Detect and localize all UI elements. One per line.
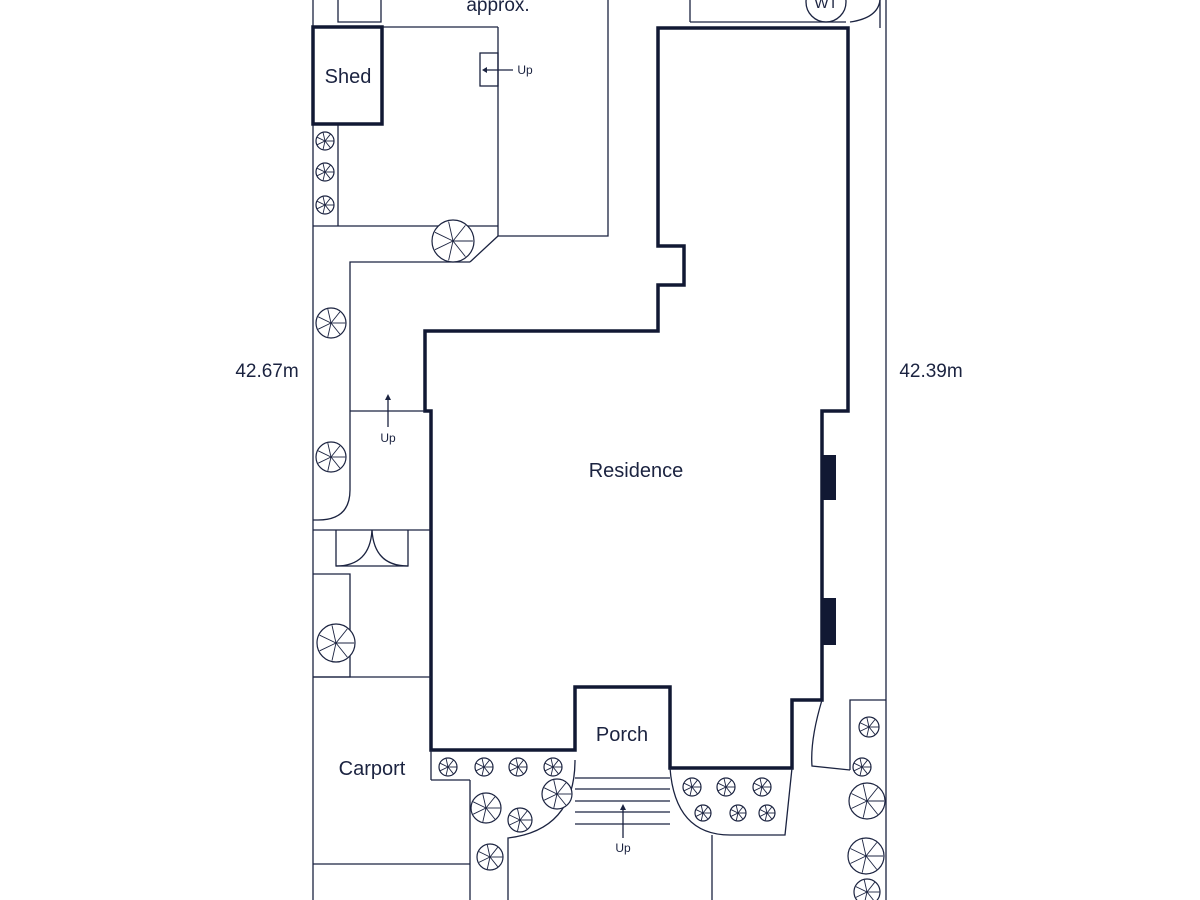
shrub-icon bbox=[847, 837, 885, 875]
shrub-group bbox=[315, 131, 886, 900]
carport-label: Carport bbox=[339, 758, 406, 780]
shrub-icon bbox=[853, 878, 881, 900]
shrub-icon bbox=[507, 807, 533, 833]
laundry-door-outline bbox=[335, 530, 409, 567]
shrub-icon bbox=[508, 757, 528, 777]
shrub-icon bbox=[716, 777, 736, 797]
rear-building-outline bbox=[498, 0, 609, 237]
shrub-icon bbox=[431, 219, 475, 263]
shrub-icon bbox=[758, 804, 776, 822]
window-block-lower bbox=[822, 598, 836, 645]
wt-arc bbox=[849, 0, 881, 23]
window-block-upper bbox=[822, 455, 836, 500]
residence-outline bbox=[423, 26, 850, 770]
partial-area-label: approx. bbox=[466, 0, 529, 16]
shed-label: Shed bbox=[325, 66, 372, 88]
entry-steps bbox=[575, 777, 670, 825]
shrub-icon bbox=[315, 162, 335, 182]
double-door-left-swing bbox=[335, 529, 373, 567]
shrub-icon bbox=[694, 804, 712, 822]
shrub-icon bbox=[858, 716, 880, 738]
front-bed-left-curve bbox=[507, 759, 576, 900]
shrub-icon bbox=[315, 195, 335, 215]
shrub-icon bbox=[752, 777, 772, 797]
shed-outline bbox=[311, 25, 384, 126]
entry-steps-arrowhead bbox=[620, 804, 626, 810]
left-dimension-label: 42.67m bbox=[235, 361, 298, 382]
shrub-icon bbox=[315, 307, 347, 339]
rear-step-up-label: Up bbox=[517, 63, 533, 77]
shrub-icon bbox=[438, 757, 458, 777]
right-garden-bed bbox=[849, 699, 886, 770]
water-tank-label: WT bbox=[814, 0, 837, 12]
side-access-up-label: Up bbox=[380, 431, 396, 445]
shrub-icon bbox=[682, 777, 702, 797]
shrub-icon bbox=[470, 792, 502, 824]
garden-diagonal-line bbox=[469, 235, 499, 263]
porch-label: Porch bbox=[596, 724, 648, 746]
shrub-icon bbox=[474, 757, 494, 777]
rear-step-arrowhead bbox=[482, 67, 487, 73]
water-tank bbox=[805, 0, 847, 23]
shrub-icon bbox=[543, 757, 563, 777]
right-dimension-label: 42.39m bbox=[899, 361, 962, 382]
side-path-outline bbox=[313, 261, 470, 521]
side-access-arrowhead bbox=[385, 394, 391, 400]
shrub-icon bbox=[476, 843, 504, 871]
top-structure-outline bbox=[337, 0, 382, 23]
residence-label: Residence bbox=[589, 460, 684, 482]
shrub-icon bbox=[541, 778, 573, 810]
entry-steps-up-label: Up bbox=[615, 841, 631, 855]
shrub-icon bbox=[848, 782, 886, 820]
shrub-icon bbox=[315, 131, 335, 151]
front-bed-right-curve bbox=[669, 767, 793, 836]
shrub-icon bbox=[729, 804, 747, 822]
shrub-icon bbox=[315, 441, 347, 473]
right-side-gate bbox=[811, 699, 851, 771]
double-door-right-swing bbox=[371, 529, 409, 567]
shrub-icon bbox=[316, 623, 356, 663]
shrub-icon bbox=[852, 757, 872, 777]
